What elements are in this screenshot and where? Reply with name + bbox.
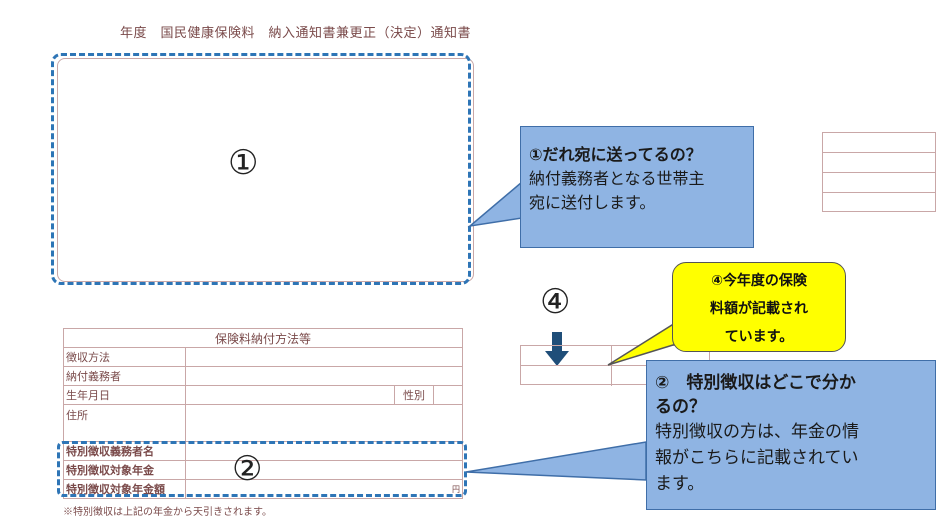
callout-2-line1: 特別徴収の方は、年金の情	[655, 422, 859, 442]
address-area	[57, 58, 474, 282]
yen-unit: 円	[452, 485, 460, 494]
gender-label: 性別	[394, 386, 434, 404]
table-header: 保険料納付方法等	[64, 329, 462, 348]
marker-1: ①	[228, 143, 259, 183]
down-arrow-icon	[545, 332, 569, 366]
callout-4-line3: ています。	[724, 329, 794, 345]
right-info-grid	[822, 132, 936, 212]
callout-2-heading-1: ② 特別徴収はどこで分か	[655, 373, 856, 393]
table-row: 徴収方法	[64, 348, 462, 367]
marker-4: ④	[540, 282, 571, 322]
payment-method-table: 保険料納付方法等 徴収方法 納付義務者 生年月日 性別 住所 特別徴収義務者名 …	[63, 328, 463, 499]
highlight-address-area	[51, 53, 471, 285]
table-row: 特別徴収対象年金	[64, 461, 462, 480]
callout-1-line2: 宛に送付します。	[529, 193, 656, 212]
table-row: 生年月日 性別	[64, 386, 462, 405]
callout-2: ② 特別徴収はどこで分か るの？ 特別徴収の方は、年金の情 報がこちらに記載され…	[646, 360, 936, 510]
highlight-special-collection	[57, 441, 467, 497]
callout-4: ④今年度の保険 料額が記載され ています。	[672, 262, 846, 352]
callout-2-line2: 報がこちらに記載されてい	[655, 448, 859, 468]
callout-4-line2: 料額が記載され	[710, 301, 808, 317]
callout-4-line1: ④今年度の保険	[711, 273, 807, 289]
callout-1: ①だれ宛に送ってるの？ 納付義務者となる世帯主 宛に送付します。	[520, 126, 754, 248]
callout-1-heading: ①だれ宛に送ってるの？	[529, 145, 702, 164]
table-note: ※特別徴収は上記の年金から天引きされます。	[63, 507, 272, 518]
table-row: 住所	[64, 405, 462, 442]
marker-2: ②	[232, 449, 263, 489]
callout-1-line1: 納付義務者となる世帯主	[529, 169, 705, 188]
document-title: 年度 国民健康保険料 納入通知書兼更正（決定）通知書	[120, 26, 472, 41]
table-row: 納付義務者	[64, 367, 462, 386]
table-row: 特別徴収対象年金額 円	[64, 480, 462, 498]
callout-2-line3: ます。	[655, 474, 705, 494]
callout-2-heading-2: るの？	[655, 397, 706, 417]
callout-2-tail	[465, 441, 647, 481]
table-row: 特別徴収義務者名	[64, 442, 462, 461]
